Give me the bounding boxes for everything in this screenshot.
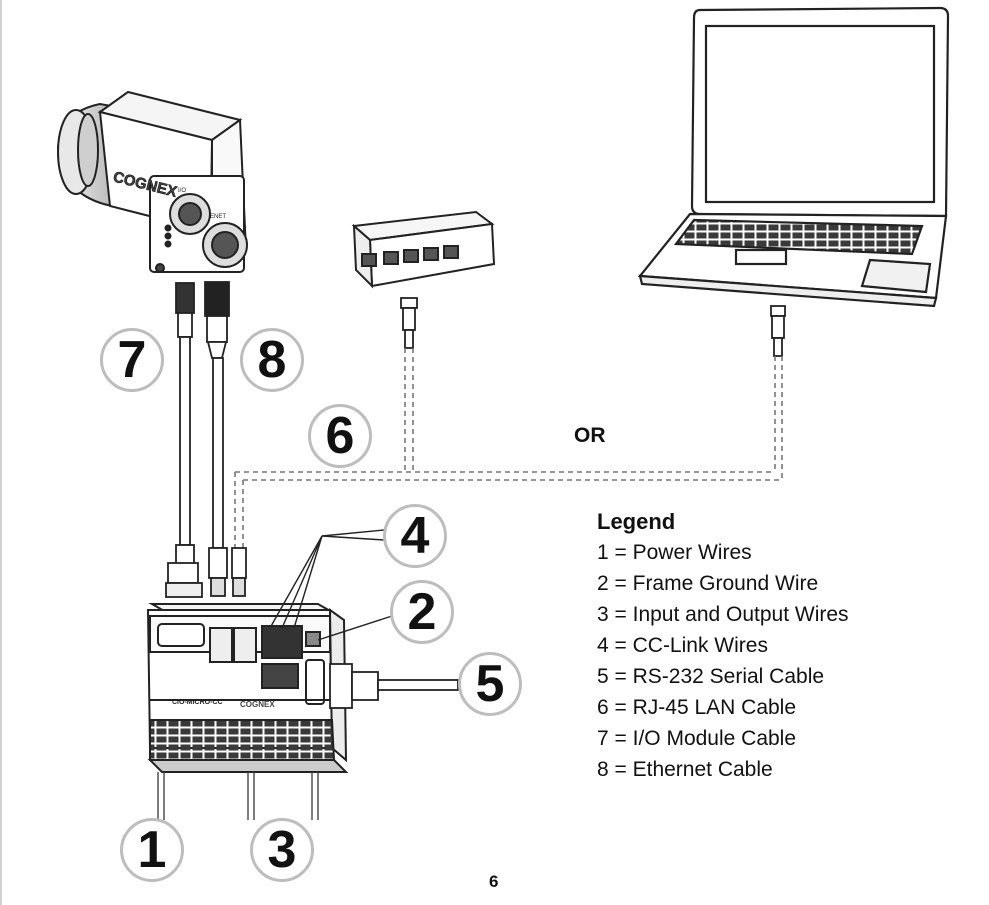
camera-cable-plugs — [175, 281, 230, 359]
laptop — [637, 6, 950, 308]
legend-title: Legend — [597, 509, 676, 534]
or-label: OR — [574, 424, 606, 447]
io-module-cclink-terminal — [261, 625, 303, 659]
legend-item-8: 8 = Ethernet Cable — [597, 758, 773, 781]
legend-item-7: 7 = I/O Module Cable — [597, 727, 797, 750]
io-module-bottom-terminals — [149, 719, 336, 761]
io-module-rj45-port-2 — [233, 627, 257, 663]
legend-item-3: 3 = Input and Output Wires — [597, 603, 849, 626]
io-module-brand-text: COGNEX — [240, 700, 275, 709]
callout-8: 8 — [240, 328, 304, 392]
callout-5: 5 — [458, 652, 522, 716]
callout-3: 3 — [250, 818, 314, 882]
io-module-db15-port — [157, 623, 205, 647]
legend-item-5: 5 = RS-232 Serial Cable — [597, 665, 825, 688]
ethernet-switch — [351, 210, 496, 289]
io-module-rj45-port-1 — [209, 627, 233, 663]
camera-io-port-label: I/O — [178, 188, 186, 194]
legend: Legend 1 = Power Wires 2 = Frame Ground … — [597, 506, 849, 785]
legend-item-6: 6 = RJ-45 LAN Cable — [597, 696, 797, 719]
callout-2: 2 — [390, 580, 454, 644]
laptop-screen — [704, 24, 936, 204]
callout-1: 1 — [120, 818, 184, 882]
io-module — [146, 603, 349, 773]
io-wires-3 — [247, 772, 319, 820]
rs232-serial-cable-5 — [329, 663, 459, 709]
callout-6: 6 — [308, 404, 372, 468]
io-module-model-text: CIO-MICRO-CC — [172, 699, 223, 706]
ethernet-cable-8 — [208, 357, 228, 597]
laptop-rj45-plug — [770, 305, 786, 357]
callout-leaders — [269, 529, 393, 641]
callout-7: 7 — [100, 328, 164, 392]
laptop-keyboard — [673, 218, 924, 256]
io-module-ground-screw — [305, 631, 321, 647]
switch-rj45-plug — [400, 297, 418, 349]
page-number: 6 — [489, 872, 499, 891]
camera — [56, 90, 248, 273]
lan-cable-6-dashed — [234, 348, 783, 548]
io-module-db9-port — [305, 659, 325, 705]
callout-4: 4 — [383, 504, 447, 568]
camera-enet-port-label: ENET — [210, 214, 226, 220]
power-wires-1 — [157, 772, 165, 820]
legend-item-2: 2 = Frame Ground Wire — [597, 572, 819, 595]
lan-cable-6-plug — [231, 547, 247, 597]
io-module-cable-7 — [165, 336, 203, 598]
legend-item-4: 4 = CC-Link Wires — [597, 634, 768, 657]
legend-item-1: 1 = Power Wires — [597, 541, 752, 564]
